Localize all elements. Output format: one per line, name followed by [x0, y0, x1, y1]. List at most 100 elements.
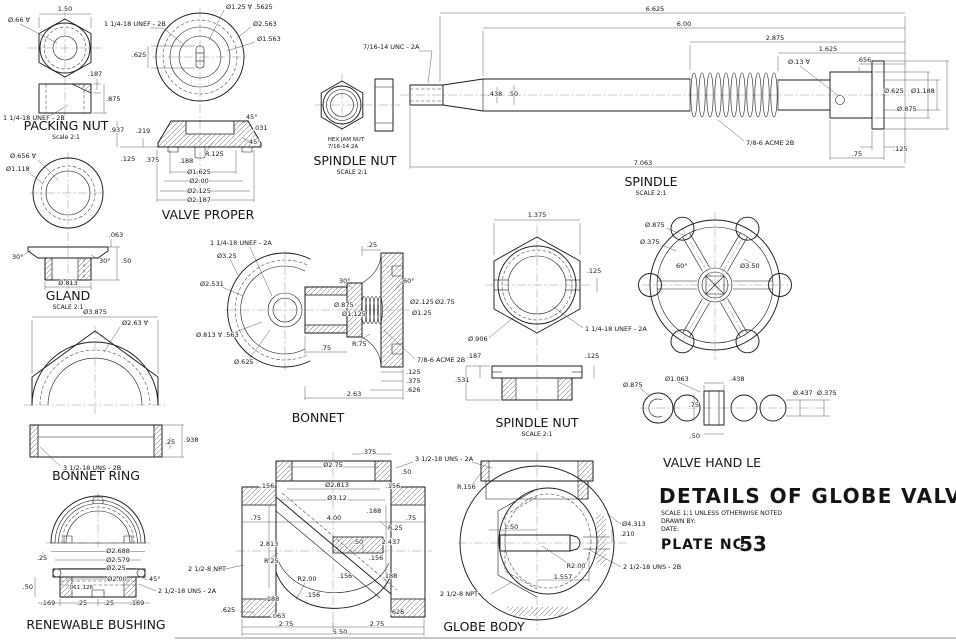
dimension-label: Ø.906	[468, 335, 488, 343]
dimension-label: Ø2.563	[253, 20, 277, 28]
dimension-label: Ø1.118	[6, 165, 30, 173]
dimension-label: .126	[81, 585, 94, 591]
view-title-spindle-nut-2: SPINDLE NUT	[495, 415, 578, 430]
dimension-label: .50	[121, 257, 131, 265]
dimension-label: 30°	[99, 257, 111, 265]
dimension-label: 7.063	[634, 159, 653, 167]
dimension-label: .438	[488, 90, 502, 98]
dimension-label: 1 1/4-18 UNEF - 2B	[3, 114, 65, 122]
view-title-spindle: SPINDLE	[625, 174, 678, 189]
dimension-label: 45°	[246, 113, 258, 121]
dimension-label: R.25	[264, 557, 279, 565]
dimension-label: Ø.437	[793, 389, 813, 397]
dimension-label: .187	[467, 352, 481, 360]
dimension-label: 2 1/2-18 UNS - 2A	[158, 587, 217, 595]
dimension-label: .031	[253, 124, 267, 132]
dimension-label: .25	[37, 554, 47, 562]
dimension-label: 6.00	[677, 20, 691, 28]
dimension-label: Ø2.125	[410, 298, 434, 306]
dimension-label: .188	[367, 507, 381, 515]
dimension-label: 1.50	[58, 5, 72, 13]
dimension-label: Ø.375	[817, 389, 837, 397]
dimension-label: 1.50	[504, 523, 518, 531]
dimension-label: Ø2.688	[106, 547, 130, 555]
dimension-label: .169	[41, 599, 55, 607]
view-bonnet	[221, 246, 420, 400]
dimension-label: 1 1/4-18 UNEF - 2A	[585, 325, 647, 333]
dimension-label: .438	[730, 375, 744, 383]
dimension-label: 3 1/2-18 UNS - 2B	[63, 464, 121, 472]
view-title-bonnet-ring: BONNET RING	[52, 468, 140, 483]
dimension-label: .375	[145, 156, 159, 164]
dimension-label: Ø2.531	[200, 280, 224, 288]
dimension-label: Ø.813 ∀ .563	[196, 331, 239, 339]
dimension-label: .156	[338, 572, 352, 580]
dimension-label: .188	[179, 157, 193, 165]
view-spindle	[400, 12, 949, 169]
dimension-label: 7/8-6 ACME 2B	[746, 139, 794, 147]
dimension-label: 2.75	[370, 620, 384, 628]
view-title-valve-proper: VALVE PROPER	[162, 207, 255, 222]
dimension-label: R2.00	[298, 575, 317, 583]
dimension-label: 2.75	[279, 620, 293, 628]
view-scale-spindle: SCALE 2:1	[636, 190, 667, 197]
dimension-label: .156	[306, 591, 320, 599]
dimension-label: 4.00	[327, 514, 341, 522]
dimension-label: .875	[106, 95, 120, 103]
dimension-label: .50	[353, 538, 363, 546]
dimension-label: .125	[121, 155, 135, 163]
dimension-label: .125	[585, 352, 599, 360]
view-scale-spindle-nut-2: SCALE 2:1	[522, 431, 553, 438]
dimension-label: Ø4.313	[622, 520, 646, 528]
scale-note: SCALE 1;1 UNLESS OTHERWISE NOTED	[661, 510, 782, 517]
dimension-label: R.125	[205, 150, 224, 158]
dimension-label: .938	[184, 436, 198, 444]
view-globe-body-side	[458, 452, 630, 630]
view-valve-proper	[116, 8, 262, 205]
dimension-label: 5.50	[333, 628, 347, 636]
dimension-label: .50	[690, 432, 700, 440]
dimension-label: .219	[136, 127, 150, 135]
date-label: DATE:	[661, 526, 679, 533]
dimension-label: 3 1/2-18 UNS - 2A	[415, 455, 474, 463]
plate-number: 53	[739, 532, 767, 556]
view-title-renewable-bushing: RENEWABLE BUSHING	[26, 617, 165, 632]
dimension-label: 60°	[676, 262, 688, 270]
dimension-label: Ø.875	[897, 105, 917, 113]
view-bonnet-ring	[24, 316, 184, 467]
dimension-label: Ø.625	[234, 358, 254, 366]
dimension-label: R.75	[352, 340, 367, 348]
dimension-label: .75	[251, 514, 261, 522]
sheet-title: DETAILS OF GLOBE VALVE	[659, 484, 956, 508]
dimension-label: Ø1.125	[342, 310, 366, 318]
dimension-label: .375	[406, 377, 420, 385]
dimension-label: Ø1.625	[187, 168, 211, 176]
dimension-label: .169	[130, 599, 144, 607]
plate-label: PLATE NO	[661, 537, 746, 553]
dimension-label: Ø3.875	[83, 308, 107, 316]
dimension-label: Ø1.563	[257, 35, 281, 43]
view-scale-packing-nut: Scale 2:1	[52, 134, 80, 141]
dimension-label: 1 1/4-18 UNEF - 2B	[104, 20, 166, 28]
dimension-label: Ø2.187	[187, 196, 211, 204]
view-title-bonnet: BONNET	[292, 410, 345, 425]
dimension-label: Ø2.579	[106, 556, 130, 564]
dimension-label: .063	[271, 612, 285, 620]
dimension-label: 7/16-14 2A	[328, 144, 359, 150]
dimension-label: Ø.813	[58, 279, 78, 287]
dimension-label: .125	[893, 145, 907, 153]
dimension-label: Ø.875	[334, 301, 354, 309]
view-title-globe-body: GLOBE BODY	[443, 619, 525, 634]
dimension-label: .50	[508, 90, 518, 98]
dimension-labels: Ø.66 ∀ 1.50 1 1/4-18 UNEF - 2B .187 .875 1 1/…	[2, 2, 935, 637]
view-title-gland: GLAND	[46, 288, 90, 303]
dimension-label: Ø.66 ∀	[8, 16, 31, 24]
dimension-label: 7/8-6 ACME 2B	[417, 356, 465, 364]
dimension-label: Ø.656 ∀	[10, 152, 37, 160]
dimension-label: .210	[620, 530, 634, 538]
dimension-label: Ø3.25	[217, 252, 237, 260]
dimension-label: Ø3.12	[327, 494, 347, 502]
dimension-label: .50	[23, 583, 33, 591]
dimension-label: .75	[321, 344, 331, 352]
